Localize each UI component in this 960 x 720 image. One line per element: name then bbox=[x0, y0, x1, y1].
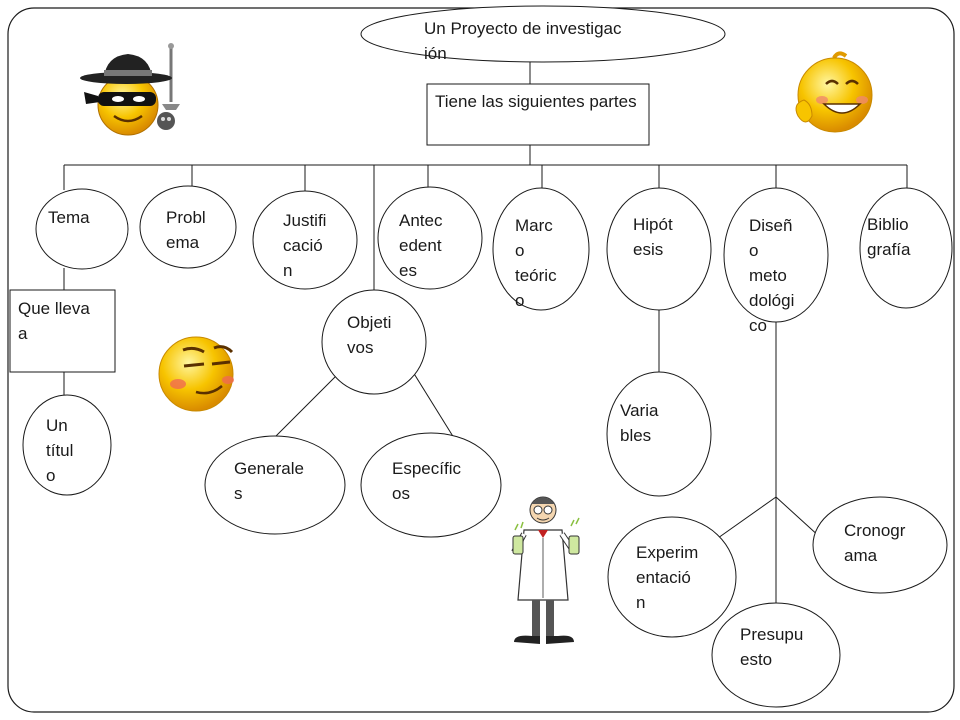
hipotesis-node-label: Hipót esis bbox=[633, 215, 673, 259]
root-node-label: Un Proyecto de investigación bbox=[424, 19, 622, 63]
presupuesto-node-label: Presupu esto bbox=[740, 625, 804, 669]
especificos-node-label: Específic os bbox=[392, 459, 461, 503]
grinning-smiley-icon bbox=[795, 51, 873, 133]
partes-box bbox=[426, 83, 650, 146]
tema-ellipse bbox=[35, 188, 129, 270]
bibliografia-node-label: Biblio grafía bbox=[867, 215, 911, 259]
marco-ellipse bbox=[492, 187, 590, 311]
variables-ellipse bbox=[606, 371, 712, 497]
antecedentes-ellipse bbox=[377, 186, 483, 290]
partes-node-label: Tiene las siguientes partes bbox=[435, 92, 637, 111]
titulo-node-label: Un títul o bbox=[46, 416, 74, 485]
que-lleva-node-label: Que lleva a bbox=[18, 299, 90, 343]
connectors bbox=[63, 60, 908, 608]
cronograma-node-label: Cronogr ama bbox=[844, 521, 906, 565]
justificacion-node-label: Justifi cació n bbox=[283, 211, 327, 280]
marco-teorico-node-label: Marc o teóric o bbox=[515, 216, 557, 310]
scientist-icon bbox=[511, 496, 580, 644]
connector-objetivos-generales bbox=[271, 371, 341, 441]
node-shapes bbox=[9, 5, 953, 708]
hipotesis-ellipse bbox=[606, 187, 712, 311]
objetivos-node-label: Objeti vos bbox=[347, 313, 392, 357]
objetivos-ellipse bbox=[321, 289, 427, 395]
experimentacion-node-label: Experim entació n bbox=[636, 543, 699, 612]
variables-node-label: Varia bles bbox=[620, 401, 659, 445]
tema-node-label: Tema bbox=[48, 208, 90, 227]
que-lleva-box bbox=[9, 289, 116, 373]
diseno-metodologico-node-label: Diseñ o meto dológi co bbox=[749, 216, 795, 335]
root-ellipse bbox=[360, 5, 726, 63]
cronograma-ellipse bbox=[812, 496, 948, 594]
presupuesto-ellipse bbox=[711, 602, 841, 708]
connector-objetivos-especificos bbox=[412, 371, 455, 439]
especificos-ellipse bbox=[360, 432, 502, 538]
antecedentes-node-label: Antec edent es bbox=[399, 211, 443, 280]
bandit-smiley-icon bbox=[80, 43, 180, 136]
experimentacion-ellipse bbox=[607, 516, 737, 638]
bibliografia-ellipse bbox=[859, 187, 953, 309]
problema-ellipse bbox=[139, 185, 237, 269]
justificacion-ellipse bbox=[252, 190, 358, 290]
diseno-ellipse bbox=[723, 187, 829, 323]
problema-node-label: Probl ema bbox=[166, 208, 206, 252]
titulo-ellipse bbox=[22, 394, 112, 496]
generales-ellipse bbox=[204, 435, 346, 535]
generales-node-label: Generale s bbox=[234, 459, 304, 503]
smirking-smiley-icon bbox=[158, 336, 234, 412]
connector-diseno-experimentacion bbox=[717, 496, 777, 539]
